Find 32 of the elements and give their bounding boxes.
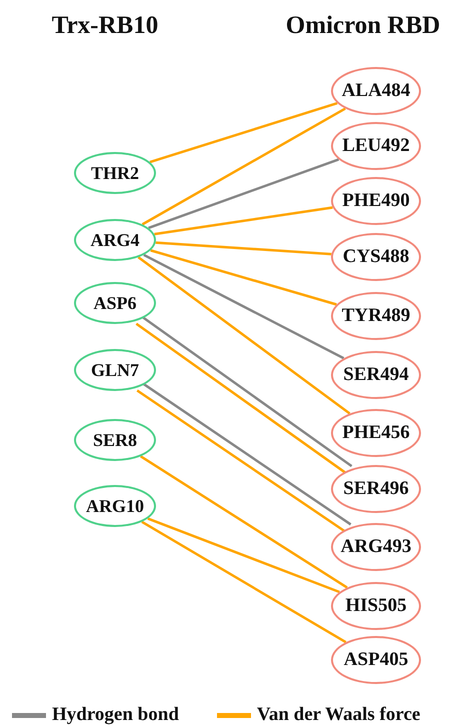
residue-ellipse: SER8 <box>74 419 156 461</box>
residue-ellipse: ARG4 <box>74 219 156 261</box>
residue-ellipse: ALA484 <box>331 67 421 115</box>
residue-ellipse: ASP6 <box>74 282 156 324</box>
interaction-line <box>150 102 338 164</box>
column-heading: Omicron RBD <box>286 12 440 40</box>
legend-label: Hydrogen bond <box>52 704 179 726</box>
residue-ellipse: GLN7 <box>74 349 156 391</box>
residue-ellipse: PHE490 <box>331 177 421 225</box>
residue-ellipse: SER496 <box>331 465 421 513</box>
residue-ellipse: THR2 <box>74 152 156 194</box>
interaction-line <box>148 158 340 230</box>
interaction-line <box>147 517 340 594</box>
legend-label: Van der Waals force <box>256 704 420 726</box>
residue-ellipse: SER494 <box>331 351 421 399</box>
residue-ellipse: LEU492 <box>331 122 421 170</box>
interaction-line <box>154 206 333 236</box>
residue-ellipse: CYS488 <box>331 233 421 281</box>
interaction-line <box>142 107 346 226</box>
interaction-line <box>143 254 344 360</box>
interaction-line <box>138 256 350 415</box>
residue-ellipse: HIS505 <box>331 582 421 630</box>
interaction-line <box>156 241 332 256</box>
residue-ellipse: TYR489 <box>331 292 421 340</box>
interaction-line <box>140 455 348 589</box>
residue-ellipse: ASP405 <box>331 636 421 684</box>
interaction-line <box>141 520 346 644</box>
column-heading: Trx-RB10 <box>52 12 158 40</box>
residue-ellipse: PHE456 <box>331 409 421 457</box>
residue-ellipse: ARG493 <box>331 523 421 571</box>
interaction-line <box>150 249 337 306</box>
residue-ellipse: ARG10 <box>74 485 156 527</box>
